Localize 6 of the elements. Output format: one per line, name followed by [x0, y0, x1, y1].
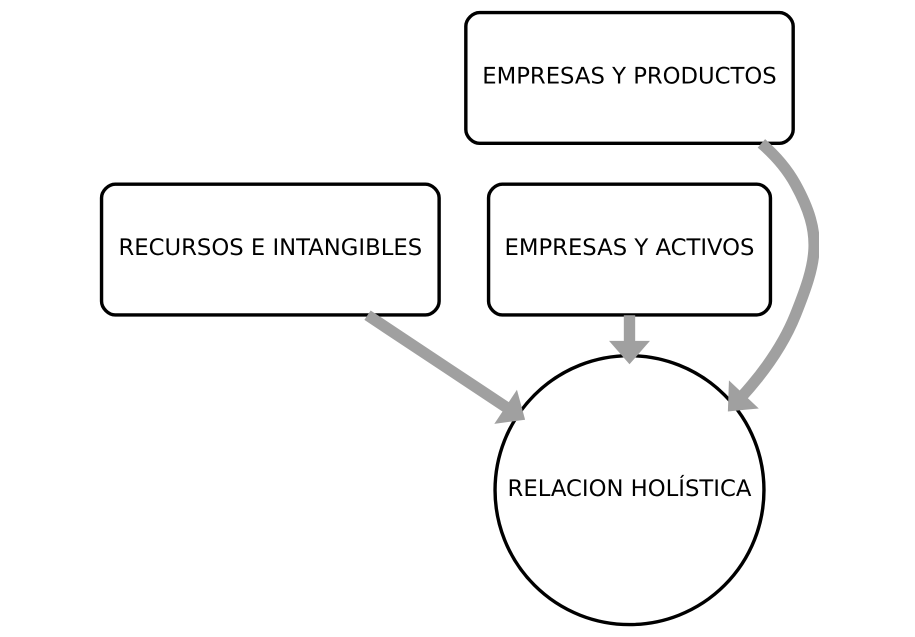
- arrow: [364, 310, 525, 424]
- arrow: [727, 139, 818, 412]
- node-box: EMPRESAS Y ACTIVOS: [486, 182, 772, 317]
- arrow: [608, 315, 650, 364]
- node-box: RECURSOS E INTANGIBLES: [99, 182, 440, 317]
- node-box: EMPRESAS Y PRODUCTOS: [464, 10, 794, 145]
